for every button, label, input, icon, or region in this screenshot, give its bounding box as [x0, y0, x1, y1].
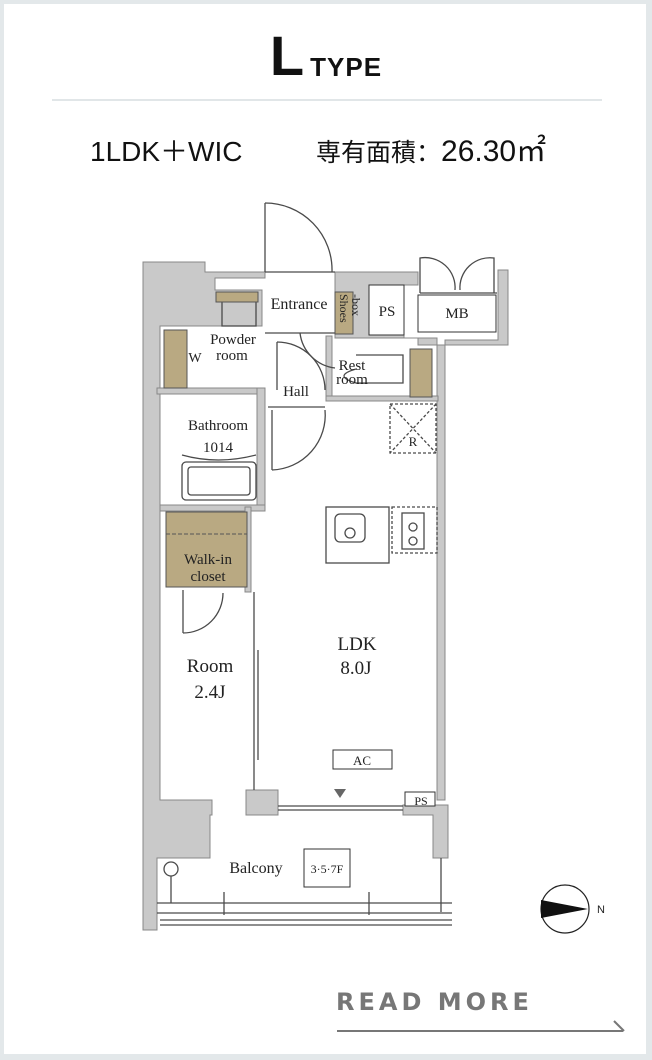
- label-mb: MB: [445, 306, 468, 322]
- label-ldk-size: 8.0J: [340, 658, 371, 679]
- read-more-link[interactable]: READ MORE: [336, 988, 626, 1034]
- window-marker-icon: [334, 789, 346, 798]
- label-north: N: [597, 904, 605, 916]
- boxes: [303, 284, 497, 888]
- label-powder-room: room: [216, 348, 248, 364]
- label-ps-bottom: PS: [414, 794, 427, 808]
- read-more-label: READ MORE: [336, 988, 533, 1016]
- label-rest-room: room: [336, 372, 368, 388]
- label-shoes: Shoes: [337, 294, 351, 323]
- area-value: 26.30㎡: [441, 135, 547, 168]
- arrow-right-icon: [613, 1020, 625, 1032]
- area-label: 専有面積：: [316, 139, 442, 167]
- label-wic-closet: closet: [191, 569, 227, 585]
- label-ps-top: PS: [379, 304, 396, 320]
- label-room: Room: [187, 656, 234, 677]
- layout-label: 1LDK＋WIC: [90, 136, 243, 167]
- area-info: 専有面積：26.30㎡: [316, 134, 546, 171]
- label-w: W: [188, 351, 202, 366]
- north-compass-icon: N: [540, 884, 605, 934]
- label-ldk: LDK: [337, 634, 376, 655]
- label-wic: Walk-in: [184, 552, 232, 568]
- fixtures: [157, 202, 497, 926]
- label-refrigerator: R: [409, 434, 418, 449]
- label-rest: Rest: [339, 358, 367, 374]
- label-box: -box: [349, 294, 363, 316]
- label-bathroom-size: 1014: [203, 440, 234, 456]
- divider: [52, 99, 602, 101]
- label-ac: AC: [353, 753, 371, 768]
- label-hall: Hall: [283, 384, 309, 400]
- label-floors: 3·5·7F: [311, 862, 344, 876]
- label-balcony: Balcony: [229, 860, 282, 877]
- type-word: TYPE: [310, 52, 383, 82]
- storage-areas: [163, 291, 433, 588]
- read-more-underline: [337, 1030, 623, 1032]
- label-bathroom: Bathroom: [188, 418, 248, 434]
- type-letter: L: [269, 24, 305, 87]
- label-powder: Powder: [210, 332, 256, 348]
- label-room-size: 2.4J: [194, 682, 225, 703]
- label-entrance: Entrance: [271, 296, 328, 313]
